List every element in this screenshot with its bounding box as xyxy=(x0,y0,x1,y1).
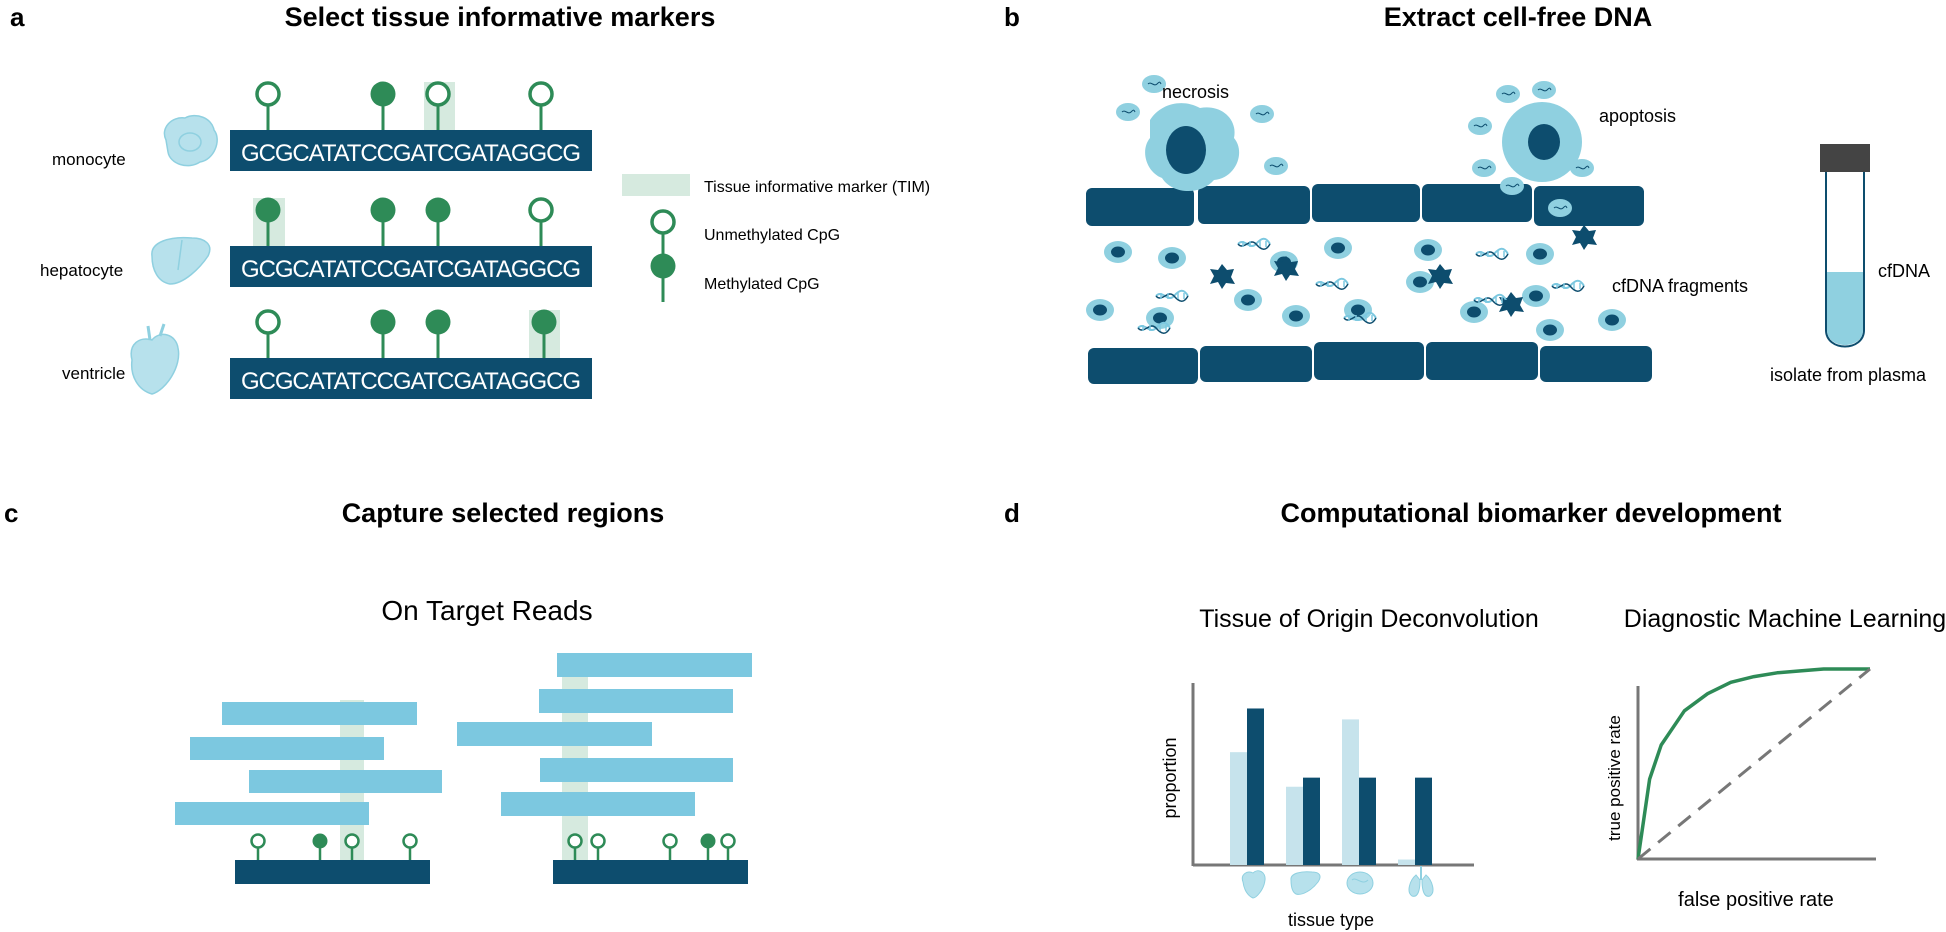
panel-d-title: Computational biomarker development xyxy=(1280,498,1781,528)
bar-brain-series-1 xyxy=(1342,719,1359,865)
panel-c-title: Capture selected regions xyxy=(342,498,665,528)
read xyxy=(190,737,384,760)
plasma-tube-icon xyxy=(1820,144,1870,348)
lung-icon xyxy=(1408,866,1434,897)
reads-left xyxy=(175,702,442,825)
row-hepatocyte: hepatocyte GCGCATATCCGATCGATAGGCG xyxy=(40,196,592,287)
legend-tim-label: Tissue informative marker (TIM) xyxy=(704,179,930,196)
bar-liver-series-1 xyxy=(1286,786,1303,865)
deconvolution-bar-chart xyxy=(1191,683,1474,867)
read xyxy=(539,689,733,713)
roc-ylabel: true positive rate xyxy=(1605,715,1624,841)
bar-heart-series-1 xyxy=(1230,752,1247,865)
unmethylated-cpg-icon xyxy=(402,833,418,862)
necrotic-cell xyxy=(1115,74,1289,192)
unmethylated-cpg-icon xyxy=(250,833,266,862)
unmethylated-cpg-icon xyxy=(255,81,281,132)
row-label-hepatocyte: hepatocyte xyxy=(40,261,123,280)
capture-region-right xyxy=(553,860,748,884)
sequence-monocyte: GCGCATATCCGATCGATAGGCG xyxy=(241,140,581,167)
unmethylated-cpg-icon xyxy=(528,197,554,248)
methylated-cpg-icon xyxy=(311,832,329,862)
cfdna-fragments-label: cfDNA fragments xyxy=(1612,276,1748,296)
bar-heart-series-2 xyxy=(1247,708,1264,865)
roc-xlabel: false positive rate xyxy=(1678,889,1834,911)
unmethylated-cpg-icon xyxy=(255,309,281,360)
legend-tim-swatch xyxy=(622,174,690,196)
panel-c-subtitle: On Target Reads xyxy=(381,595,592,626)
necrosis-label: necrosis xyxy=(1162,82,1229,102)
methylated-cpg-icon xyxy=(649,252,677,304)
panel-c-letter: c xyxy=(4,498,18,528)
panel-b-title: Extract cell-free DNA xyxy=(1384,2,1653,32)
unmethylated-cpg-icon xyxy=(720,833,736,862)
unmethylated-cpg-icon xyxy=(650,209,676,260)
bar-lung-series-2 xyxy=(1415,777,1432,865)
unmethylated-cpg-icon xyxy=(590,833,606,862)
read xyxy=(249,770,442,793)
sequence-hepatocyte: GCGCATATCCGATCGATAGGCG xyxy=(241,256,581,283)
liver-icon xyxy=(1290,871,1321,895)
methylated-cpg-icon xyxy=(369,308,397,360)
bar-chart-xlabel: tissue type xyxy=(1288,910,1374,930)
bar-liver-series-2 xyxy=(1303,777,1320,865)
read xyxy=(457,722,652,746)
heart-icon xyxy=(130,323,180,395)
tube-caption: isolate from plasma xyxy=(1770,365,1927,385)
row-label-monocyte: monocyte xyxy=(52,150,126,169)
brain-icon xyxy=(1346,871,1374,895)
read xyxy=(557,653,752,677)
panel-a-title: Select tissue informative markers xyxy=(285,2,716,32)
panel-a-letter: a xyxy=(10,2,25,32)
read xyxy=(540,758,733,782)
blood-contents xyxy=(1086,225,1626,341)
deconvolution-title: Tissue of Origin Deconvolution xyxy=(1199,605,1539,633)
methylated-cpg-icon xyxy=(369,80,397,132)
bar-brain-series-2 xyxy=(1359,777,1376,865)
unmethylated-cpg-icon xyxy=(662,833,678,862)
bar-lung-series-1 xyxy=(1398,859,1415,865)
vessel-wall-top xyxy=(1086,184,1644,226)
heart-icon xyxy=(1241,870,1266,899)
monocyte-icon xyxy=(163,114,218,167)
methylated-cpg-icon xyxy=(369,196,397,248)
liver-icon xyxy=(151,236,211,285)
unmethylated-cpg-icon xyxy=(528,81,554,132)
ml-title: Diagnostic Machine Learning xyxy=(1624,605,1946,633)
roc-chart xyxy=(1636,667,1876,861)
panel-d-letter: d xyxy=(1004,498,1020,528)
row-ventricle: ventricle GCGCATATCCGATCGATAGGCG xyxy=(62,308,592,399)
methylated-cpg-icon xyxy=(424,196,452,248)
chance-line xyxy=(1637,667,1871,861)
legend-methylated-label: Methylated CpG xyxy=(704,276,820,293)
read xyxy=(175,802,369,825)
sequence-bar-hepatocyte xyxy=(230,246,592,287)
apoptotic-cell xyxy=(1467,80,1595,218)
reads-right xyxy=(457,653,752,816)
bar-chart-ylabel: proportion xyxy=(1160,737,1180,818)
read xyxy=(501,792,695,816)
legend: Tissue informative marker (TIM) Unmethyl… xyxy=(622,174,930,304)
sequence-bar-monocyte xyxy=(230,130,592,171)
apoptosis-label: apoptosis xyxy=(1599,106,1676,126)
sequence-ventricle: GCGCATATCCGATCGATAGGCG xyxy=(241,368,581,395)
vessel-wall-bottom xyxy=(1088,342,1652,384)
methylated-cpg-icon xyxy=(699,832,717,862)
tube-label: cfDNA xyxy=(1878,261,1930,281)
sequence-bar-ventricle xyxy=(230,358,592,399)
methylated-cpg-icon xyxy=(424,308,452,360)
panel-b-letter: b xyxy=(1004,2,1020,32)
legend-unmethylated-label: Unmethylated CpG xyxy=(704,227,840,244)
read xyxy=(222,702,417,725)
capture-region-left xyxy=(235,860,430,884)
row-label-ventricle: ventricle xyxy=(62,364,125,383)
row-monocyte: monocyte GCGCATATCCGATCGATAGGCG xyxy=(52,80,592,171)
roc-curve xyxy=(1636,667,1870,860)
